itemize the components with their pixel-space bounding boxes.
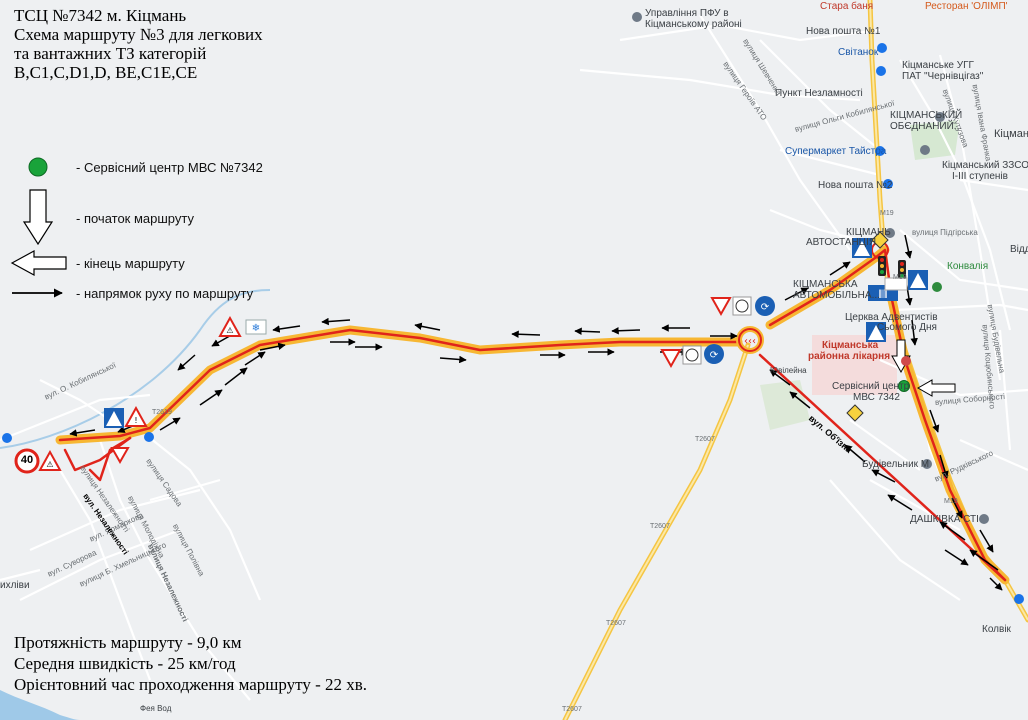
- poi-stara-bania: Стара баня: [820, 1, 874, 12]
- route-length: Протяжність маршруту - 9,0 км: [14, 633, 242, 652]
- road-m19-c: M19: [893, 274, 907, 281]
- poi-mykhlivy: ихліви: [0, 580, 30, 591]
- poi-ugg-2: ПАТ "Чернівцігаз": [902, 71, 984, 82]
- poi-school-2: І-ІІІ ступенів: [952, 171, 1008, 182]
- map-title: ТСЦ №7342 м. Кіцмань Схема маршруту №3 д…: [14, 6, 263, 82]
- roundabout-signs: ⟳ ⟳: [682, 296, 775, 365]
- poi-service-center-2: МВС 7342: [853, 392, 900, 403]
- poi-kitsman: Кіцман: [994, 128, 1028, 140]
- poi-avto-2: АВТОМОБІЛЬНА...: [793, 290, 880, 301]
- poi-obied-2: ОБЄДНАНИЙ...: [890, 121, 963, 132]
- priority-road-signs: [846, 231, 889, 422]
- svg-text:⚠: ⚠: [46, 460, 53, 469]
- route-end-marker: [916, 379, 956, 397]
- service-center-marker: [898, 380, 910, 392]
- poi-viddil: Відділ: [1010, 244, 1028, 255]
- legend-service-center: - Сервісний центр МВС №7342: [76, 160, 263, 175]
- pedestrian-signs: [104, 238, 928, 428]
- river: [0, 690, 80, 720]
- title-line-4: B,C1,C,D1,D, BE,C1E,CE: [14, 63, 198, 82]
- road-t2607-a: T2607: [695, 436, 715, 443]
- road-m19-a: M19: [880, 210, 894, 217]
- svg-text:!: !: [134, 416, 137, 425]
- route-speed: Середня швидкість - 25 км/год: [14, 654, 236, 673]
- map-pins: [2, 12, 1024, 604]
- poi-budivelnyk: Будівельник М: [862, 459, 930, 470]
- svg-text:⫴⫴: ⫴⫴: [878, 288, 887, 301]
- poi-hospital-2: районна лікарня: [808, 351, 891, 362]
- road-t2607-b: T2607: [650, 523, 670, 530]
- route-time: Орієнтовний час проходження маршруту - 2…: [14, 675, 368, 694]
- legend-direction: - напрямок руху по маршруту: [76, 286, 254, 301]
- poi-restaurant: Ресторан 'ОЛІМП': [925, 1, 1008, 12]
- direction-arrows: [69, 234, 1003, 591]
- poi-svitanok: Світанок: [838, 47, 879, 58]
- poi-avto-1: КІЦМАНСЬКА: [793, 279, 858, 290]
- poi-punkt: Пункт Незламності: [775, 88, 863, 99]
- poi-nova-poshta-1: Нова пошта №1: [806, 26, 881, 37]
- poi-service-center-1: Сервісний центр: [832, 381, 910, 392]
- hospital-area: [812, 335, 897, 395]
- poi-pension-fund-2: Кіцманському районі: [645, 19, 742, 30]
- poi-bus-station-1: КІЦМАНЬ: [846, 227, 891, 238]
- poi-dashkivka: ДАШКІВКА СТІ: [910, 514, 979, 525]
- poi-yuvileina: Ювілейна: [770, 366, 807, 375]
- route-stats: Протяжність маршруту - 9,0 км Середня шв…: [14, 632, 367, 695]
- traffic-light-icons: [878, 256, 906, 280]
- poi-school-1: Кіцманський ЗЗСО: [942, 160, 1028, 171]
- svg-text:‹‹‹: ‹‹‹: [744, 336, 756, 347]
- legend-route-end: - кінець маршруту: [76, 256, 185, 271]
- road-t2607-d: T2607: [562, 706, 582, 713]
- minor-streets: [0, 14, 1028, 701]
- svg-text:⚠: ⚠: [226, 326, 233, 335]
- zebra-crossings: ⫴⫴: [868, 277, 908, 301]
- poi-obied-1: КІЦМАНСЬКИЙ: [890, 110, 963, 121]
- title-line-2: Схема маршруту №3 для легкових: [14, 25, 263, 44]
- poi-pension-fund: Управління ПФУ в: [645, 8, 729, 19]
- snow-sign: [245, 319, 267, 335]
- route-line: [58, 248, 1007, 582]
- poi-nova-poshta-2: Нова пошта №2: [818, 180, 893, 191]
- poi-konvalia: Конвалія: [947, 261, 989, 272]
- legend-route-end-icon: [10, 249, 67, 277]
- legend-route-start: - початок маршруту: [76, 211, 194, 226]
- poi-ugg-1: Кіцманське УГГ: [902, 60, 974, 71]
- svg-text:⟳: ⟳: [710, 350, 719, 361]
- poi-voda: Фея Вод: [140, 704, 172, 713]
- poi-hospital-1: Кіцманська: [822, 340, 879, 351]
- speed-limit-value: 40: [20, 454, 34, 466]
- yield-signs: [110, 297, 732, 465]
- legend-service-center-icon: [28, 157, 48, 177]
- poi-supermarket: Супермаркет Тайстра: [785, 146, 887, 157]
- roundabout: ‹‹‹: [736, 326, 764, 354]
- title-line-1: ТСЦ №7342 м. Кіцмань: [14, 6, 187, 25]
- title-line-3: та вантажних ТЗ категорій: [14, 44, 207, 63]
- road-m19-b: M19: [944, 498, 958, 505]
- svg-text:⟳: ⟳: [761, 302, 770, 313]
- poi-church-1: Церква Адвентистів: [845, 312, 938, 323]
- poi-bus-station-2: АВТОСТАНЦІЯ: [806, 237, 877, 248]
- road-t2619: T2619: [152, 409, 172, 416]
- legend-route-start-icon: [22, 189, 54, 246]
- warning-signs: ⚠ ! ⚠: [38, 315, 242, 471]
- speed-limit-sign: [14, 448, 40, 474]
- poi-kolvik: Колвік: [982, 624, 1011, 635]
- snowflake-icon: ❄: [252, 323, 260, 334]
- street-pidhirska: вулиця Підгірська: [912, 228, 978, 237]
- poi-church-2: Сьомого Дня: [877, 322, 937, 333]
- road-t2607-c: T2607: [606, 620, 626, 627]
- stream: [0, 289, 271, 449]
